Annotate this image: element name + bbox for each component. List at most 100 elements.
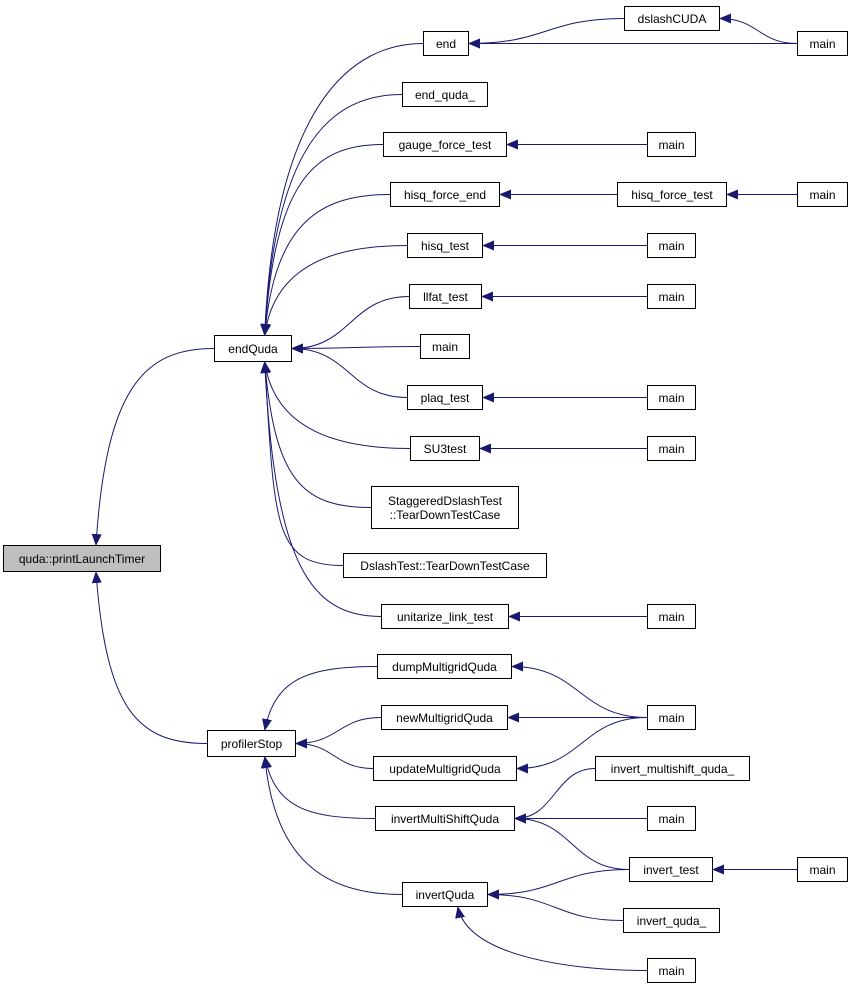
node-main-hft[interactable]: main bbox=[797, 182, 848, 207]
node-label: main bbox=[658, 811, 685, 826]
node-label: llfat_test bbox=[423, 289, 468, 304]
node-main-it[interactable]: main bbox=[797, 857, 848, 882]
edge-plaq-test-to-endquda bbox=[291, 343, 408, 398]
node-unitarize[interactable]: unitarize_link_test bbox=[381, 604, 509, 629]
node-main-pt[interactable]: main bbox=[647, 385, 696, 410]
node-label: main bbox=[431, 339, 458, 354]
node-label: end bbox=[435, 36, 457, 51]
edge-gauge-force-test-to-endquda bbox=[260, 144, 384, 336]
node-endquda[interactable]: endQuda bbox=[214, 335, 292, 362]
node-label: DslashTest::TearDownTestCase bbox=[360, 558, 530, 573]
edge-invert-test-to-invertmsq bbox=[514, 813, 630, 870]
node-main-gft[interactable]: main bbox=[647, 132, 696, 157]
node-llfat-test[interactable]: llfat_test bbox=[409, 284, 482, 309]
edge-su3test-to-endquda bbox=[261, 361, 411, 449]
node-label: main bbox=[658, 441, 685, 456]
edge-dumpmg-to-profilerstop bbox=[262, 666, 378, 731]
node-main-iq[interactable]: main bbox=[647, 958, 696, 983]
node-label: unitarize_link_test bbox=[396, 609, 494, 624]
node-invertquda[interactable]: invertQuda bbox=[402, 882, 488, 907]
node-label: plaq_test bbox=[420, 390, 470, 405]
node-label: main bbox=[809, 36, 836, 51]
node-hisq-force-test[interactable]: hisq_force_test bbox=[617, 182, 727, 207]
edge-main-eq-to-endquda bbox=[291, 343, 421, 354]
node-label: profilerStop bbox=[220, 736, 283, 751]
node-end[interactable]: end bbox=[423, 31, 469, 56]
node-invert-quda-[interactable]: invert_quda_ bbox=[623, 908, 720, 933]
edge-newmg-to-profilerstop bbox=[295, 717, 382, 749]
edge-hisq-force-end-to-endquda bbox=[260, 194, 391, 336]
node-dslashtest[interactable]: DslashTest::TearDownTestCase bbox=[343, 553, 547, 578]
node-dumpmg[interactable]: dumpMultigridQuda bbox=[377, 654, 512, 679]
node-main-ims[interactable]: main bbox=[647, 806, 696, 831]
node-label: dumpMultigridQuda bbox=[392, 659, 497, 674]
node-hisq-force-end[interactable]: hisq_force_end bbox=[390, 182, 500, 207]
node-invert-test[interactable]: invert_test bbox=[629, 857, 713, 882]
node-label: updateMultigridQuda bbox=[389, 761, 501, 776]
node-main-ul[interactable]: main bbox=[647, 604, 696, 629]
node-label: invert_quda_ bbox=[636, 913, 707, 928]
node-label: invert_multishift_quda_ bbox=[610, 761, 735, 776]
edge-invertmsq-to-profilerstop bbox=[262, 756, 376, 819]
edge-main-top-to-dslashcuda bbox=[719, 13, 798, 44]
node-label: main bbox=[658, 963, 685, 978]
node-label: endQuda bbox=[228, 341, 278, 356]
node-label: invertQuda bbox=[415, 887, 475, 902]
edge-dslashcuda-to-end bbox=[468, 18, 625, 49]
edge-updatemg-to-profilerstop bbox=[295, 738, 374, 769]
node-updatemg[interactable]: updateMultigridQuda bbox=[373, 756, 517, 781]
edge-llfat-test-to-endquda bbox=[291, 296, 410, 354]
node-label: SU3test bbox=[423, 441, 467, 456]
node-main-mg[interactable]: main bbox=[647, 705, 696, 730]
node-label: invert_test bbox=[643, 862, 699, 877]
node-su3test[interactable]: SU3test bbox=[410, 436, 480, 461]
edge-main-mg-to-updatemg bbox=[516, 717, 648, 774]
edge-invert-ms-quda--to-invertmsq bbox=[514, 768, 596, 824]
node-label: invertMultiShiftQuda bbox=[390, 811, 500, 826]
node-label: hisq_test bbox=[420, 238, 470, 253]
node-label: main bbox=[658, 137, 685, 152]
node-label: main bbox=[658, 609, 685, 624]
edge-endquda-to-root bbox=[91, 348, 215, 546]
node-end-quda-[interactable]: end_quda_ bbox=[402, 82, 488, 107]
edge-staggered-to-endquda bbox=[260, 361, 372, 508]
node-label: hisq_force_test bbox=[631, 187, 713, 202]
node-newmg[interactable]: newMultigridQuda bbox=[381, 705, 508, 730]
node-dslashcuda[interactable]: dslashCUDA bbox=[624, 6, 720, 31]
node-profilerstop[interactable]: profilerStop bbox=[207, 730, 296, 757]
node-invert-ms-quda-[interactable]: invert_multishift_quda_ bbox=[595, 756, 750, 781]
node-root: quda::printLaunchTimer bbox=[3, 545, 161, 572]
node-label: main bbox=[658, 710, 685, 725]
node-label: hisq_force_end bbox=[403, 187, 487, 202]
node-label: main bbox=[809, 862, 836, 877]
node-main-eq[interactable]: main bbox=[420, 334, 470, 359]
node-label: dslashCUDA bbox=[637, 11, 707, 26]
node-plaq-test[interactable]: plaq_test bbox=[407, 385, 483, 410]
node-label: main bbox=[658, 238, 685, 253]
edge-dslashtest-to-endquda bbox=[260, 361, 344, 566]
node-hisq-test[interactable]: hisq_test bbox=[407, 233, 483, 258]
edge-profilerstop-to-root bbox=[91, 571, 208, 744]
node-label: StaggeredDslashTest::TearDownTestCase bbox=[387, 493, 503, 522]
node-label: main bbox=[658, 289, 685, 304]
edge-end-to-endquda bbox=[260, 43, 424, 336]
node-main-su3[interactable]: main bbox=[647, 436, 696, 461]
node-label: main bbox=[809, 187, 836, 202]
edge-invert-quda--to-invertquda bbox=[487, 889, 624, 921]
node-label: newMultigridQuda bbox=[396, 710, 493, 725]
node-main-top[interactable]: main bbox=[797, 31, 848, 56]
edge-hisq-test-to-endquda bbox=[261, 245, 408, 336]
edge-main-mg-to-dumpmg bbox=[511, 661, 648, 718]
edge-invertquda-to-profilerstop bbox=[260, 756, 403, 895]
node-label: end_quda_ bbox=[414, 87, 476, 102]
node-gauge-force-test[interactable]: gauge_force_test bbox=[383, 132, 507, 157]
node-staggered[interactable]: StaggeredDslashTest::TearDownTestCase bbox=[371, 486, 519, 529]
node-main-lt[interactable]: main bbox=[647, 284, 696, 309]
node-main-ht[interactable]: main bbox=[647, 233, 696, 258]
edge-end-quda--to-endquda bbox=[260, 94, 403, 336]
node-label: main bbox=[658, 390, 685, 405]
node-invertmsq[interactable]: invertMultiShiftQuda bbox=[375, 806, 515, 831]
edge-invert-test-to-invertquda bbox=[487, 869, 630, 900]
